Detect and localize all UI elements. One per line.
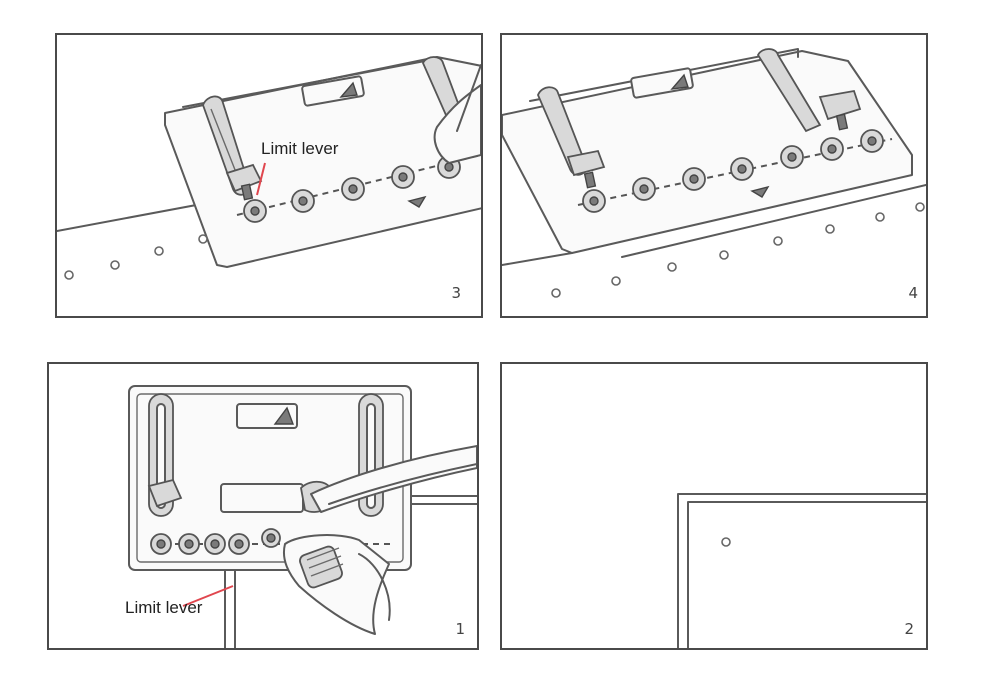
step-3-illustration xyxy=(57,56,481,280)
tool-handle-line xyxy=(456,64,481,132)
screw-center xyxy=(234,539,244,549)
limit-lever-stem xyxy=(583,171,597,189)
step-4-illustration xyxy=(502,48,926,298)
screw-center xyxy=(737,164,747,174)
right-lever-stem xyxy=(835,113,849,131)
step-1-illustration xyxy=(128,385,477,648)
triangle-mark xyxy=(750,185,770,198)
brand-logo-mark xyxy=(273,406,295,425)
tv-hole xyxy=(875,212,885,222)
triangle-mark xyxy=(407,195,427,208)
tv-hole xyxy=(154,246,164,256)
step-3-panel: Limit lever 3 xyxy=(55,33,483,318)
tv-hole xyxy=(773,236,783,246)
tv-edge-line xyxy=(502,252,573,266)
screw-center xyxy=(867,136,877,146)
screw-center xyxy=(639,184,649,194)
tv-hole-row xyxy=(551,202,925,298)
tv-hole xyxy=(721,537,731,547)
screw-row xyxy=(582,129,884,213)
step-number: 1 xyxy=(455,620,465,638)
tv-outer-edge xyxy=(677,493,926,648)
tv-hole xyxy=(719,250,729,260)
hand-contour xyxy=(358,553,391,621)
grip-ridges xyxy=(306,547,344,577)
screw-center xyxy=(827,144,837,154)
right-lever-knob xyxy=(818,89,862,121)
brand-logo-mark xyxy=(339,81,358,98)
screw-row xyxy=(150,528,281,555)
screw-center xyxy=(444,162,454,172)
screw-center xyxy=(398,172,408,182)
screw-center xyxy=(348,184,358,194)
limit-lever-knob xyxy=(147,478,183,508)
pliers-jaw-line xyxy=(328,463,477,505)
screw-center xyxy=(184,539,194,549)
step-1-panel: Limit lever 1 xyxy=(47,362,479,650)
step-4-panel: 4 xyxy=(500,33,928,318)
screw-center xyxy=(787,152,797,162)
screwdriver-grip xyxy=(299,545,344,589)
center-cutout xyxy=(220,483,304,513)
brand-label xyxy=(301,75,365,107)
step-number: 4 xyxy=(908,284,918,302)
tv-hole xyxy=(198,234,208,244)
brand-logo-mark xyxy=(670,73,689,90)
tv-hole xyxy=(825,224,835,234)
plate-top-rim xyxy=(529,48,799,102)
tv-edge-line-right xyxy=(621,184,926,258)
tv-hole xyxy=(64,270,74,280)
step-2-panel: 2 xyxy=(500,362,928,650)
tv-hole-row xyxy=(64,234,208,280)
limit-lever-label: Limit lever xyxy=(125,598,203,617)
right-slot xyxy=(756,48,822,133)
tv-hole xyxy=(667,262,677,272)
grip-body xyxy=(299,545,343,589)
tv-edge-vertical xyxy=(224,569,236,648)
screw-center xyxy=(298,196,308,206)
limit-lever-label: Limit lever xyxy=(261,139,339,158)
hand-tool xyxy=(433,84,481,164)
step-number: 2 xyxy=(904,620,914,638)
step-2-illustration xyxy=(677,493,926,648)
callout-line xyxy=(256,162,266,196)
screw-center xyxy=(266,533,276,543)
tv-inner-edge xyxy=(687,501,926,648)
tv-hole xyxy=(611,276,621,286)
limit-lever-knob xyxy=(566,149,606,177)
step-number: 3 xyxy=(451,284,461,302)
screw-center xyxy=(250,206,260,216)
tv-edge-horizontal xyxy=(410,495,477,505)
tv-hole xyxy=(551,288,561,298)
callout-line xyxy=(182,585,234,607)
tv-hole xyxy=(915,202,925,212)
screw-center xyxy=(589,196,599,206)
limit-lever-stem xyxy=(240,183,254,201)
screw-center xyxy=(210,539,220,549)
brand-label xyxy=(630,67,694,99)
screw-center xyxy=(156,539,166,549)
tv-hole xyxy=(110,260,120,270)
screw-center xyxy=(689,174,699,184)
tv-edge-line xyxy=(57,202,208,232)
